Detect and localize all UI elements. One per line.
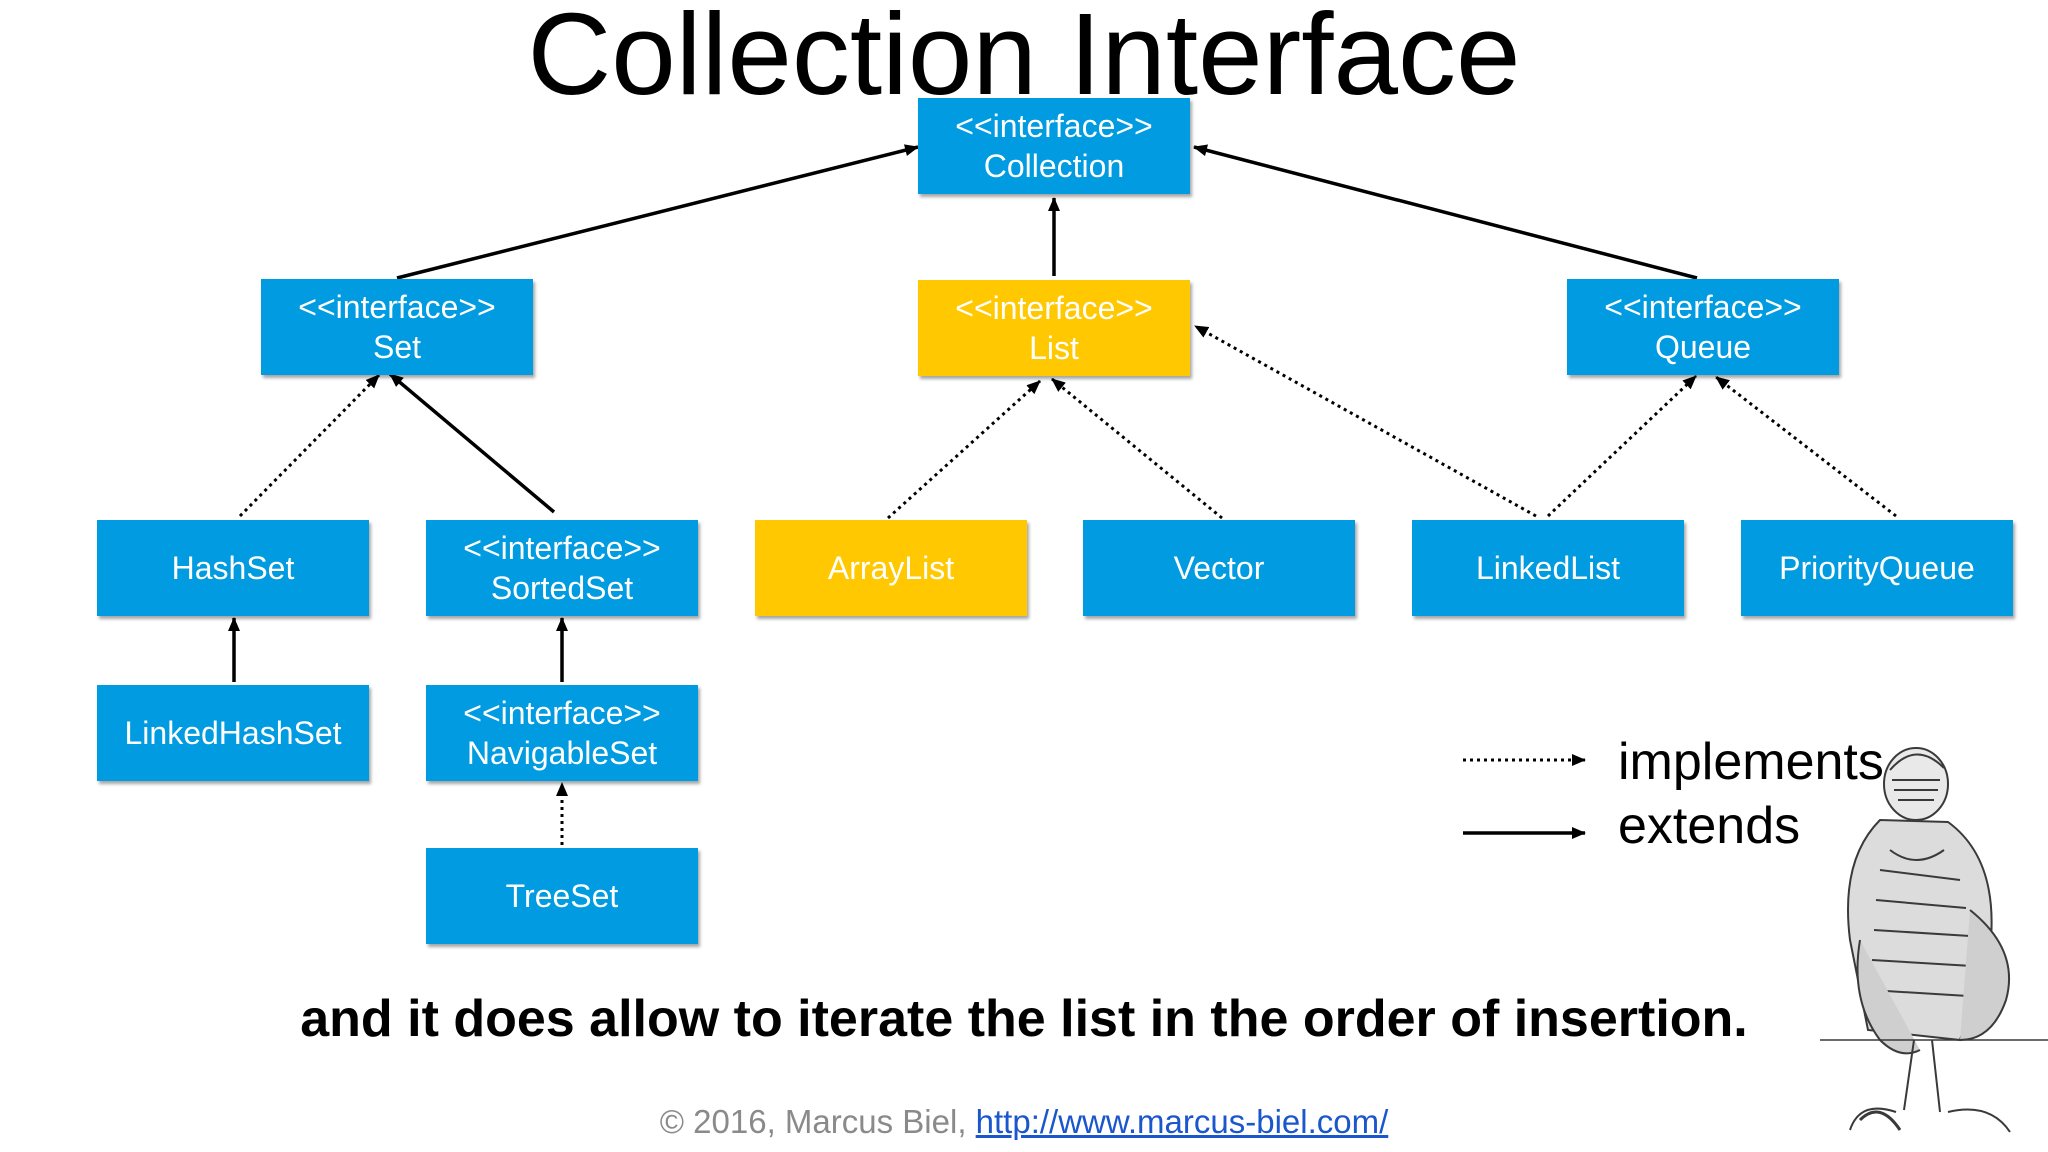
node-queue-stereotype: <<interface>> [1604, 289, 1802, 325]
node-navigableset-stereotype: <<interface>> [463, 695, 661, 731]
node-navigableset[interactable]: <<interface>> NavigableSet [426, 685, 698, 781]
node-sortedset[interactable]: <<interface>> SortedSet [426, 520, 698, 616]
edge-linkedlist-implements-queue [1546, 374, 1698, 518]
edge-sortedset-extends-set [388, 372, 556, 514]
page-title: Collection Interface [527, 0, 1521, 119]
edge-linkedlist-implements-list [1194, 324, 1537, 518]
edge-vector-implements-list [1051, 377, 1223, 520]
node-queue-name: Queue [1654, 329, 1752, 365]
node-treeset[interactable]: TreeSet [426, 848, 698, 944]
node-navigableset-name: NavigableSet [466, 735, 658, 771]
legend-implements-label: implements [1618, 733, 1884, 791]
node-linkedlist-name: LinkedList [1475, 550, 1621, 586]
node-list-stereotype: <<interface>> [955, 290, 1153, 326]
edge-hashset-implements-set [238, 373, 381, 518]
node-priorityqueue-name: PriorityQueue [1779, 550, 1975, 586]
node-collection[interactable]: <<interface>> Collection [918, 98, 1190, 194]
node-linkedlist[interactable]: LinkedList [1412, 520, 1684, 616]
edge-priorityqueue-implements-queue [1715, 375, 1897, 518]
node-vector[interactable]: Vector [1083, 520, 1355, 616]
footer-copyright: © 2016, Marcus Biel, [659, 1103, 976, 1140]
footer-link[interactable]: http://www.marcus-biel.com/ [975, 1103, 1389, 1140]
node-sortedset-stereotype: <<interface>> [463, 530, 661, 566]
node-treeset-name: TreeSet [505, 878, 619, 914]
node-linkedhashset[interactable]: LinkedHashSet [97, 685, 369, 781]
node-hashset-name: HashSet [171, 550, 295, 586]
node-vector-name: Vector [1173, 550, 1265, 586]
node-linkedhashset-name: LinkedHashSet [124, 715, 342, 751]
node-hashset[interactable]: HashSet [97, 520, 369, 616]
craftsman-sketch-icon [1820, 747, 2048, 1133]
node-collection-name: Collection [983, 148, 1125, 184]
node-set[interactable]: <<interface>> Set [261, 279, 533, 375]
node-list[interactable]: <<interface>> List [918, 280, 1190, 376]
node-sortedset-name: SortedSet [490, 570, 634, 606]
node-set-name: Set [372, 329, 422, 365]
legend-extends-label: extends [1618, 797, 1801, 855]
footer: © 2016, Marcus Biel, http://www.marcus-b… [0, 1102, 2048, 1142]
node-arraylist[interactable]: ArrayList [755, 520, 1027, 616]
node-arraylist-name: ArrayList [827, 550, 955, 586]
node-priorityqueue[interactable]: PriorityQueue [1741, 520, 2013, 616]
caption: and it does allow to iterate the list in… [300, 990, 1748, 1048]
edge-set-extends-collection [396, 144, 919, 280]
node-queue[interactable]: <<interface>> Queue [1567, 279, 1839, 375]
edge-arraylist-implements-list [886, 379, 1042, 520]
node-set-stereotype: <<interface>> [298, 289, 496, 325]
node-list-name: List [1029, 330, 1079, 366]
edge-queue-extends-collection [1193, 144, 1698, 280]
node-collection-stereotype: <<interface>> [955, 108, 1153, 144]
